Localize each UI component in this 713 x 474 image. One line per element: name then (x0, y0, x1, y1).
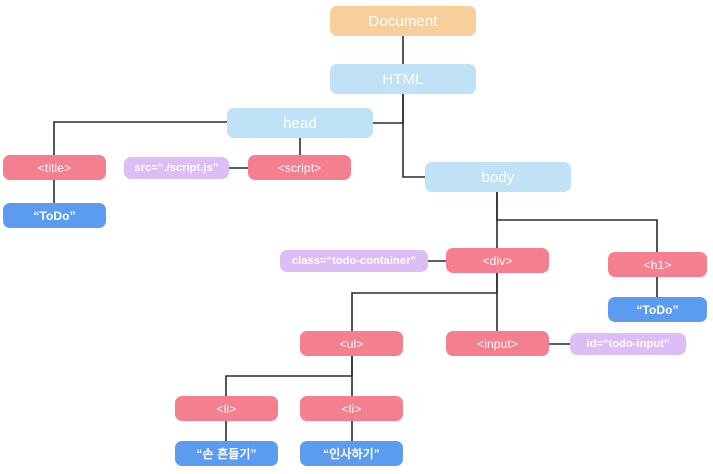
node-h1-text[interactable]: “ToDo” (608, 297, 707, 322)
node-document[interactable]: Document (330, 6, 476, 36)
node-div-class[interactable]: class=“todo-container” (280, 250, 428, 272)
node-body[interactable]: body (425, 162, 571, 192)
node-script-src[interactable]: src=“./script.js” (124, 157, 229, 179)
node-li-2[interactable]: <li> (300, 396, 403, 421)
node-li-2-text[interactable]: “인사하기” (300, 441, 403, 466)
node-div[interactable]: <div> (446, 248, 549, 273)
node-head[interactable]: head (227, 108, 373, 138)
node-li-1[interactable]: <li> (175, 396, 278, 421)
edge-html-to-head (373, 94, 404, 124)
edge-body-to-h1 (496, 192, 658, 252)
node-h1[interactable]: <h1> (608, 252, 707, 277)
node-html[interactable]: HTML (330, 64, 476, 94)
node-input-id[interactable]: id=“todo-input” (570, 333, 686, 355)
node-ul[interactable]: <ul> (300, 331, 403, 356)
node-title[interactable]: <title> (3, 155, 106, 180)
node-script[interactable]: <script> (248, 155, 351, 180)
node-input[interactable]: <input> (446, 331, 549, 356)
edge-ul-to-li-1 (225, 356, 353, 396)
edge-div-to-ul (351, 273, 498, 331)
node-title-text[interactable]: “ToDo” (3, 203, 106, 228)
node-li-1-text[interactable]: “손 흔들기” (175, 441, 278, 466)
edge-html-to-body (402, 94, 425, 178)
